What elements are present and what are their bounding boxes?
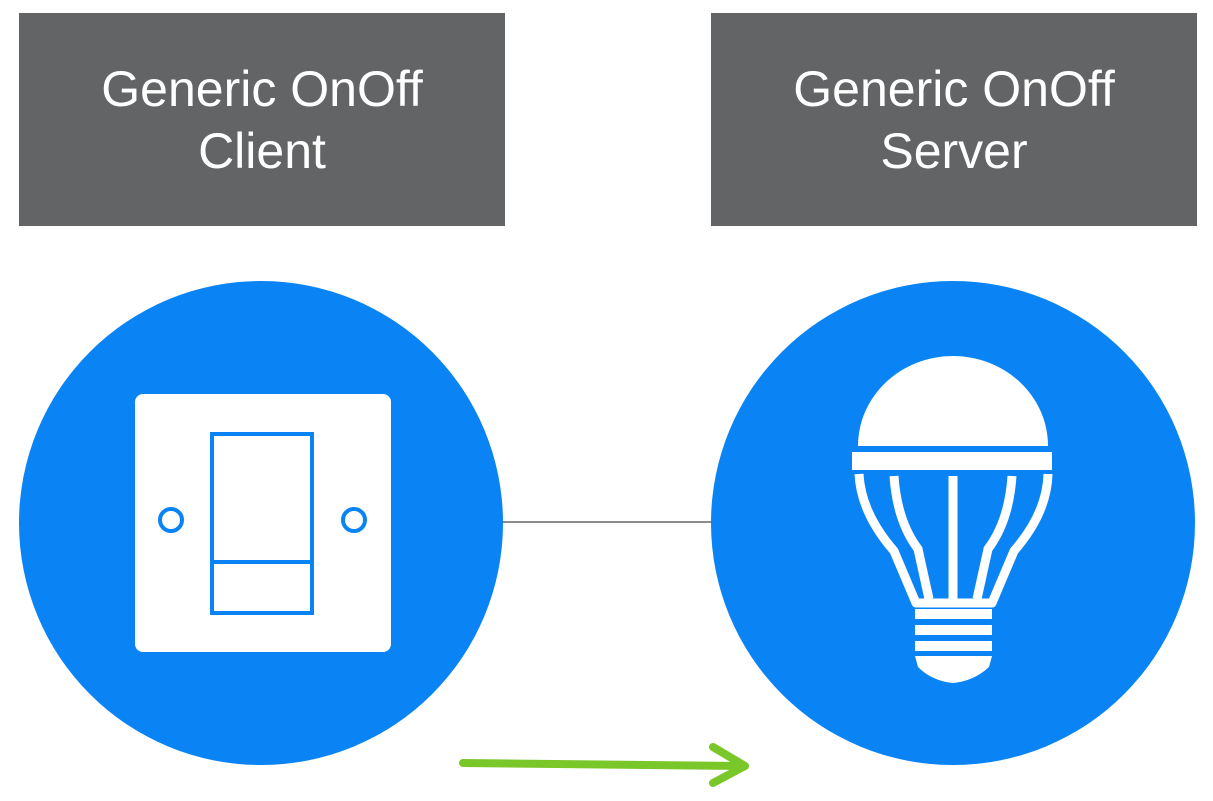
connector-line xyxy=(500,521,715,523)
message-direction-arrow-icon xyxy=(459,743,749,787)
server-model-label: Generic OnOff Server xyxy=(711,13,1197,226)
light-bulb-icon xyxy=(852,356,1053,683)
server-title-line2: Server xyxy=(880,122,1028,179)
client-node xyxy=(19,281,503,765)
server-title-line1: Generic OnOff xyxy=(793,60,1115,117)
client-title-line1: Generic OnOff xyxy=(101,60,423,117)
client-model-label: Generic OnOff Client xyxy=(19,13,505,226)
client-title-line2: Client xyxy=(198,122,326,179)
server-node xyxy=(711,281,1195,765)
light-switch-icon xyxy=(135,394,391,652)
